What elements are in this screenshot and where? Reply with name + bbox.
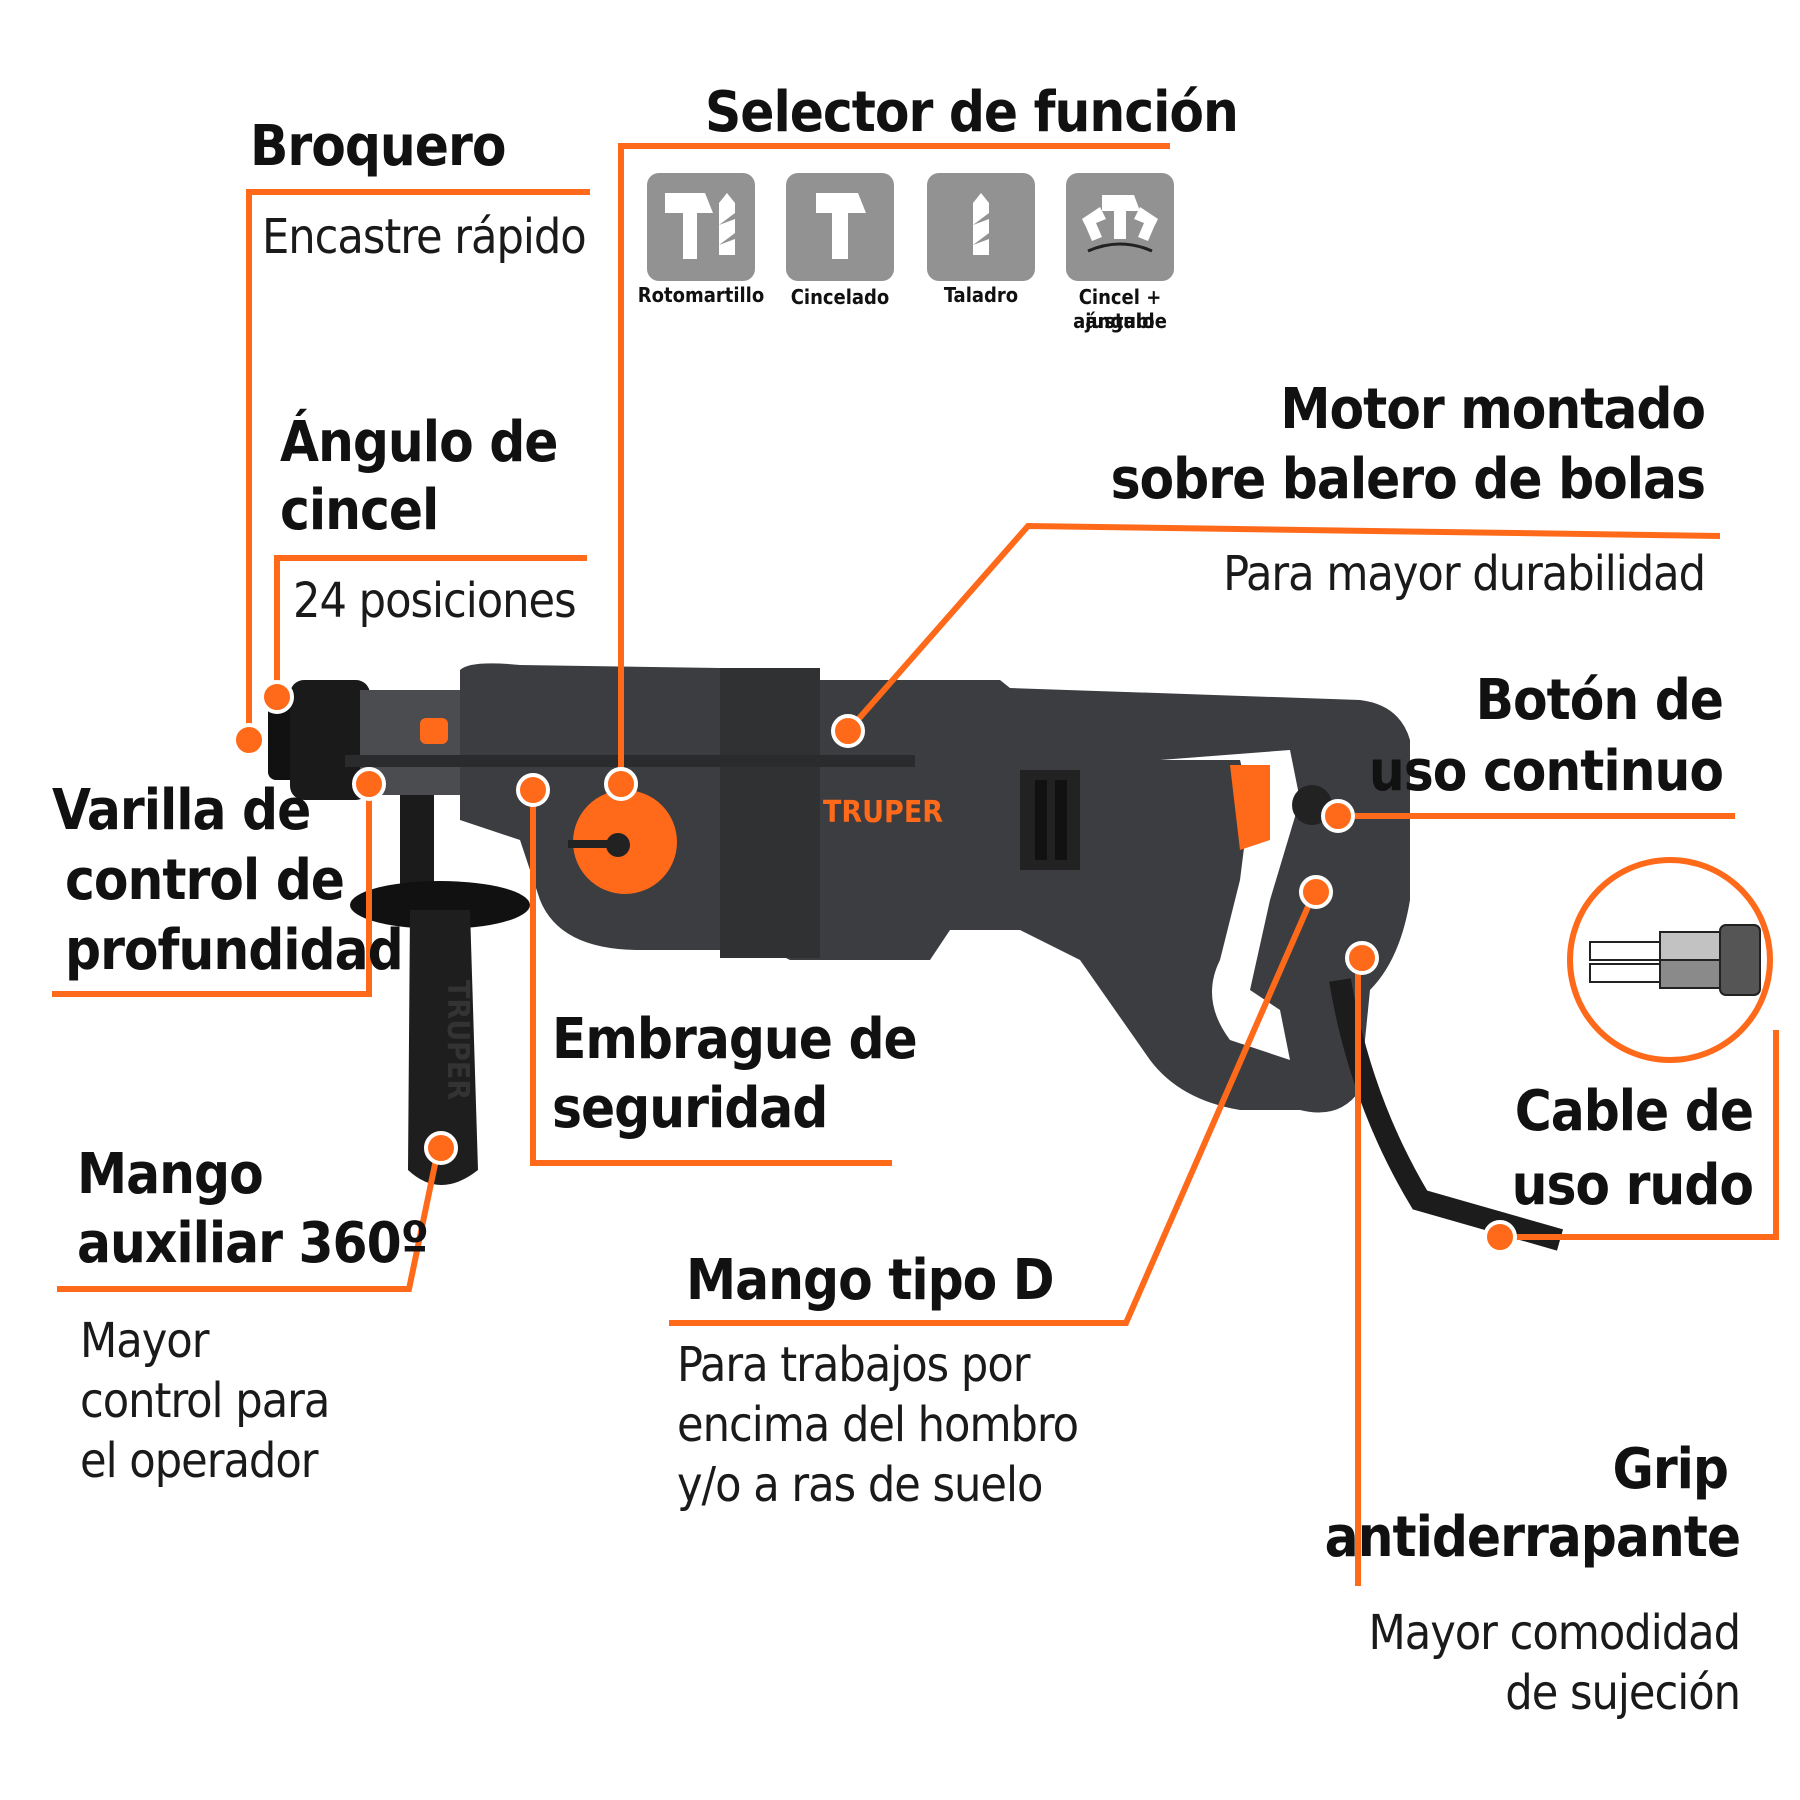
function-label-cincel-1: Cincel + ángulo bbox=[1078, 285, 1162, 333]
callout-angulo-title-2: cincel bbox=[280, 478, 439, 543]
leader-lines bbox=[52, 143, 1779, 1586]
callout-mango-aux-title-2: auxiliar 360º bbox=[77, 1211, 429, 1276]
marker-selector bbox=[604, 767, 638, 801]
callout-grip-title-1: Grip bbox=[1612, 1437, 1729, 1502]
marker-cable bbox=[1483, 1220, 1517, 1254]
function-label-rotomartillo: Rotomartillo bbox=[637, 283, 765, 307]
callout-motor-subtitle: Para mayor durabilidad bbox=[1223, 546, 1706, 602]
callout-mango-d-sub-3: y/o a ras de suelo bbox=[677, 1457, 1043, 1513]
chisel-angle-icon bbox=[1066, 173, 1174, 281]
callout-grip-sub-1: Mayor comodidad bbox=[1368, 1605, 1741, 1661]
depth-stop bbox=[420, 718, 448, 744]
function-label-cincelado: Cincelado bbox=[790, 285, 890, 309]
callout-mango-aux-title-1: Mango bbox=[77, 1142, 264, 1207]
marker-varilla bbox=[352, 767, 386, 801]
hammer-icon bbox=[786, 173, 894, 281]
callout-boton-title-1: Botón de bbox=[1475, 668, 1724, 733]
drill-body bbox=[460, 663, 1564, 1251]
function-selector-knob bbox=[568, 790, 677, 894]
callout-broquero-subtitle: Encastre rápido bbox=[262, 209, 587, 265]
callout-mango-d-sub-2: encima del hombro bbox=[677, 1397, 1079, 1453]
callout-angulo-subtitle: 24 posiciones bbox=[293, 573, 577, 629]
callout-grip-title-2: antiderrapante bbox=[1324, 1505, 1741, 1570]
drill-bit-icon bbox=[927, 173, 1035, 281]
callout-motor-title-2: sobre balero de bolas bbox=[1110, 447, 1706, 512]
callout-embrague-title-2: seguridad bbox=[552, 1076, 828, 1141]
depth-rod bbox=[345, 755, 915, 767]
callout-embrague-title-1: Embrague de bbox=[552, 1007, 918, 1072]
body-brand-logo: TRUPER bbox=[823, 795, 943, 830]
callout-markers bbox=[232, 680, 1517, 1254]
callout-grip-sub-2: de sujeción bbox=[1505, 1665, 1741, 1721]
marker-grip bbox=[1345, 941, 1379, 975]
hammer-drill-icon bbox=[647, 173, 755, 281]
marker-motor bbox=[831, 714, 865, 748]
cable-inset bbox=[1567, 857, 1773, 1063]
callout-angulo-title-1: Ángulo de bbox=[280, 410, 558, 475]
callout-mango-aux-sub-3: el operador bbox=[80, 1433, 318, 1489]
marker-boton bbox=[1321, 799, 1355, 833]
callout-mango-d-sub-1: Para trabajos por bbox=[677, 1337, 1030, 1393]
callout-mango-aux-sub-2: control para bbox=[80, 1373, 330, 1429]
marker-broquero bbox=[232, 723, 266, 757]
function-label-cincel-2: ajustable bbox=[1073, 309, 1167, 333]
marker-angulo bbox=[260, 680, 294, 714]
callout-cable-title-2: uso rudo bbox=[1511, 1153, 1754, 1218]
callout-broquero-title: Broquero bbox=[250, 114, 506, 179]
callout-mango-aux-sub-1: Mayor bbox=[80, 1313, 209, 1369]
callout-varilla-title-3: profundidad bbox=[65, 918, 404, 983]
callout-motor-title-1: Motor montado bbox=[1280, 377, 1706, 442]
callout-varilla-title-1: Varilla de bbox=[52, 778, 311, 843]
handle-brand-text: TRUPER bbox=[440, 980, 475, 1100]
callout-varilla-title-2: control de bbox=[65, 848, 345, 913]
marker-mango-aux bbox=[424, 1131, 458, 1165]
marker-mango-d bbox=[1299, 875, 1333, 909]
callout-boton-title-2: uso continuo bbox=[1368, 739, 1724, 804]
callout-mango-d-title: Mango tipo D bbox=[686, 1248, 1055, 1313]
marker-embrague bbox=[516, 773, 550, 807]
function-label-taladro: Taladro bbox=[943, 283, 1019, 307]
callout-selector-title: Selector de función bbox=[705, 80, 1239, 145]
callout-cable-title-1: Cable de bbox=[1514, 1079, 1754, 1144]
